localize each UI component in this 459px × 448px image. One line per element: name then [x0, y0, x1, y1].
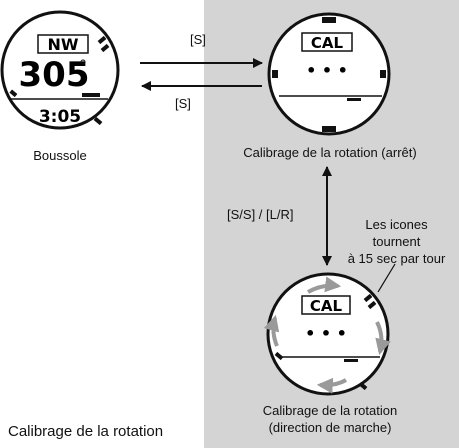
calib-walk-watch: CAL • • • — [263, 272, 391, 396]
calib-stop-dots: • • • — [306, 61, 348, 80]
compass-heading: NW — [47, 35, 78, 54]
calib-walk-dots: • • • — [305, 324, 347, 343]
calib-walk-label-line2: (direction de marche) — [268, 420, 392, 435]
compass-degrees: 305 — [19, 55, 90, 95]
calib-stop-watch: CAL • • • — [267, 12, 391, 136]
note-pointer-line — [377, 263, 396, 293]
s-forward-label: [S] — [190, 32, 206, 47]
calib-walk-mode: CAL — [310, 297, 343, 315]
boussole-label: Boussole — [33, 148, 87, 163]
page-title: Calibrage de la rotation — [8, 423, 164, 440]
heading-box — [37, 34, 89, 54]
calib-walk-label-line1: Calibrage de la rotation — [262, 403, 398, 418]
icons-note-line2: tournent — [372, 234, 421, 249]
icons-note-line1: Les icones — [365, 217, 428, 232]
calib-stop-mode: CAL — [311, 34, 344, 52]
s-back-label: [S] — [175, 96, 191, 111]
rotation-arrow-icon — [307, 276, 342, 294]
sslr-label: [S/S] / [L/R] — [227, 207, 294, 222]
rotation-arrow-icon — [375, 321, 391, 356]
compass-time: 3:05 — [39, 107, 81, 127]
rotation-arrow-icon — [316, 377, 348, 394]
compass-watch: NW 305 3:05 — [0, 10, 120, 130]
calib-stop-label: Calibrage de la rotation (arrêt) — [243, 145, 417, 160]
rotation-arrow-icon — [263, 314, 280, 347]
icons-note-line3: à 15 sec par tour — [347, 251, 446, 266]
